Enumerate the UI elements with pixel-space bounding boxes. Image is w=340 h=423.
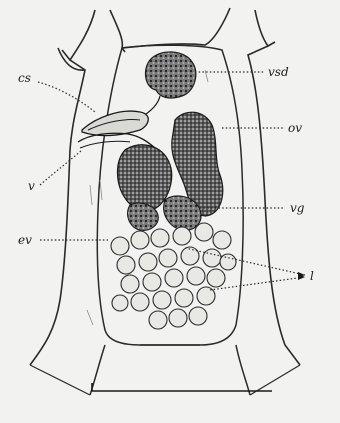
scale-bar — [92, 383, 272, 391]
egg-mass-l — [111, 223, 236, 329]
label-vsd: vsd — [268, 65, 289, 79]
arrowheads — [298, 272, 305, 280]
label-cs: cs — [18, 71, 31, 85]
cirrus-sac-cs — [78, 111, 155, 148]
label-vg: vg — [290, 201, 305, 215]
label-ov: ov — [288, 121, 302, 135]
label-ev: ev — [18, 233, 32, 247]
vesicle-vsd — [140, 52, 196, 118]
label-v: v — [28, 179, 35, 193]
label-l: l — [310, 269, 314, 283]
